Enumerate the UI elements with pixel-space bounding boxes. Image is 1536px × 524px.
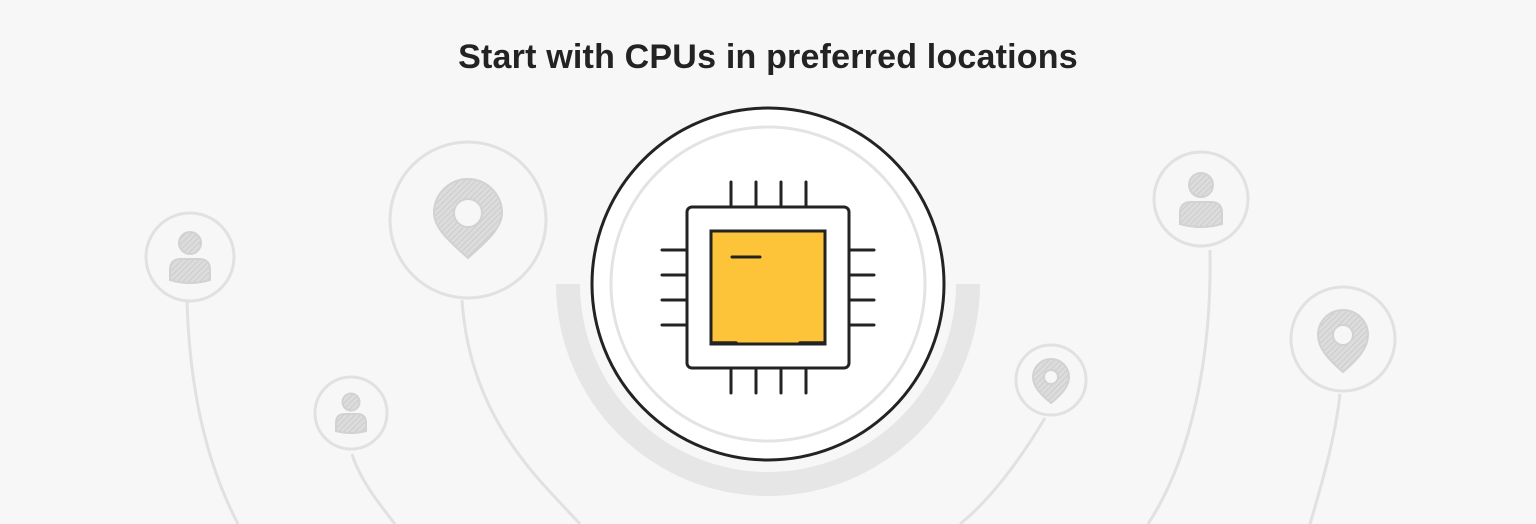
- cpu-core: [709, 229, 827, 346]
- connector-line-location-right: [1308, 393, 1342, 524]
- connector-lines: [185, 249, 1342, 524]
- location-pin-icon: [432, 178, 504, 260]
- connector-line-user-left: [185, 301, 240, 524]
- connector-line-location-left: [460, 299, 582, 524]
- user-icon: [1179, 172, 1223, 228]
- connector-line-location-lower-right: [959, 417, 1047, 524]
- user-node-right: [1152, 150, 1250, 248]
- user-icon: [335, 392, 367, 434]
- location-pin-icon: [1316, 309, 1370, 374]
- user-node-lower-left: [313, 375, 389, 451]
- page-title: Start with CPUs in preferred locations: [458, 38, 1078, 76]
- cpu-node-center: [590, 106, 946, 462]
- location-node-left: [388, 140, 548, 300]
- connector-line-user-lower-left: [350, 453, 397, 524]
- location-node-lower-right: [1014, 343, 1088, 417]
- cpu-chip-icon: [660, 180, 876, 395]
- user-icon: [169, 231, 211, 284]
- connector-line-user-right: [1146, 249, 1212, 524]
- user-node-left: [144, 211, 236, 303]
- location-pin-icon: [1031, 358, 1071, 405]
- location-node-right: [1289, 285, 1397, 393]
